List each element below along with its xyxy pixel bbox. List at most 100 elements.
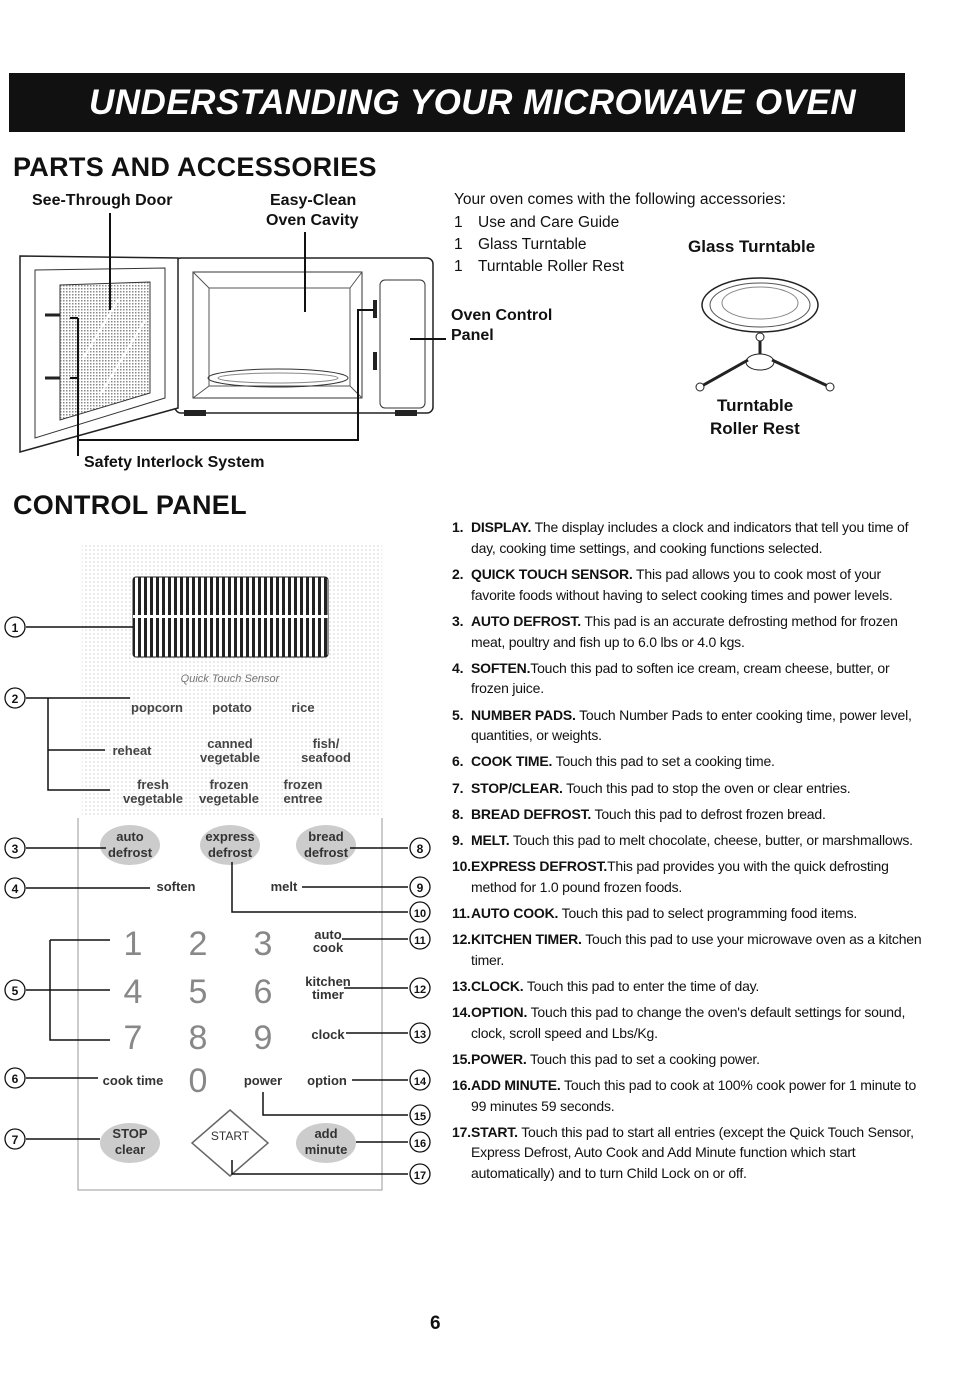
parts-heading: PARTS AND ACCESSORIES bbox=[13, 152, 377, 182]
callout-17: 17 bbox=[414, 1170, 426, 1182]
express-defrost-pad-l2: defrost bbox=[208, 845, 253, 860]
fresh-vegetable-pad-l1: fresh bbox=[137, 777, 169, 792]
description-item: 16.ADD MINUTE. Touch this pad to cook at… bbox=[452, 1076, 917, 1114]
power-pad: power bbox=[244, 1073, 282, 1088]
bread-defrost-pad-l2: defrost bbox=[304, 845, 349, 860]
callout-9: 9 bbox=[417, 881, 424, 895]
page-number: 6 bbox=[430, 1313, 441, 1334]
kitchen-timer-pad-l1: kitchen bbox=[305, 974, 351, 989]
callout-2: 2 bbox=[12, 692, 19, 706]
description-item: 8.BREAD DEFROST. Touch this pad to defro… bbox=[452, 805, 826, 822]
description-item: 17.START. Touch this pad to start all en… bbox=[452, 1123, 914, 1182]
callout-16: 16 bbox=[414, 1138, 426, 1150]
add-minute-pad-l1: add bbox=[314, 1126, 337, 1141]
description-item: 12.KITCHEN TIMER. Touch this pad to use … bbox=[452, 930, 922, 968]
description-item: 15.POWER. Touch this pad to set a cookin… bbox=[452, 1050, 760, 1067]
description-item: 11.AUTO COOK. Touch this pad to select p… bbox=[452, 904, 858, 921]
auto-cook-pad-l2: cook bbox=[313, 940, 344, 955]
number-pad-9: 9 bbox=[254, 1019, 273, 1057]
callout-11: 11 bbox=[414, 935, 426, 947]
label-safety-interlock: Safety Interlock System bbox=[84, 454, 265, 471]
callout-14: 14 bbox=[414, 1076, 427, 1088]
number-pad-1: 1 bbox=[124, 925, 143, 963]
auto-defrost-pad-l2: defrost bbox=[108, 845, 153, 860]
number-pad-2: 2 bbox=[189, 925, 208, 963]
number-pad-3: 3 bbox=[254, 925, 273, 963]
label-see-through-door: See-Through Door bbox=[32, 192, 173, 209]
number-pad-6: 6 bbox=[254, 973, 273, 1011]
callout-1: 1 bbox=[12, 621, 19, 635]
description-item: 7.STOP/CLEAR. Touch this pad to stop the… bbox=[452, 779, 851, 796]
page-banner: UNDERSTANDING YOUR MICROWAVE OVEN bbox=[9, 73, 905, 132]
bread-defrost-pad-l1: bread bbox=[308, 829, 343, 844]
popcorn-pad: popcorn bbox=[131, 700, 183, 715]
control-descriptions: 1.DISPLAY. The display includes a clock … bbox=[452, 517, 922, 1189]
description-item: 2.QUICK TOUCH SENSOR. This pad allows yo… bbox=[452, 565, 893, 603]
callout-4: 4 bbox=[12, 882, 19, 896]
express-defrost-pad-l1: express bbox=[205, 829, 254, 844]
description-item: 6.COOK TIME. Touch this pad to set a coo… bbox=[452, 753, 775, 770]
accessories-intro: Your oven comes with the following acces… bbox=[454, 191, 786, 208]
add-minute-pad-l2: minute bbox=[305, 1142, 348, 1157]
fish-seafood-pad-l2: seafood bbox=[301, 750, 351, 765]
option-pad: option bbox=[307, 1073, 347, 1088]
frozen-vegetable-pad-l1: frozen bbox=[210, 777, 249, 792]
fresh-vegetable-pad-l2: vegetable bbox=[123, 791, 183, 806]
number-pad-8: 8 bbox=[189, 1019, 208, 1057]
microwave-illustration bbox=[19, 213, 835, 456]
description-item: 4.SOFTEN.Touch this pad to soften ice cr… bbox=[452, 659, 890, 697]
control-panel-heading: CONTROL PANEL bbox=[13, 490, 247, 520]
number-pad-7: 7 bbox=[124, 1019, 143, 1057]
canned-vegetable-pad-l2: vegetable bbox=[200, 750, 260, 765]
stop-clear-pad-l2: clear bbox=[115, 1142, 145, 1157]
frozen-vegetable-pad-l2: vegetable bbox=[199, 791, 259, 806]
label-easy-clean-1: Easy-Clean bbox=[270, 192, 357, 209]
banner-title: UNDERSTANDING YOUR MICROWAVE OVEN bbox=[89, 82, 857, 122]
frozen-entree-pad-l2: entree bbox=[283, 791, 322, 806]
label-oven-control-1: Oven Control bbox=[451, 307, 553, 324]
canned-vegetable-pad-l1: canned bbox=[207, 736, 253, 751]
callout-10: 10 bbox=[414, 908, 426, 920]
reheat-pad: reheat bbox=[112, 743, 152, 758]
description-item: 3.AUTO DEFROST. This pad is an accurate … bbox=[452, 612, 898, 650]
callout-12: 12 bbox=[414, 984, 426, 996]
label-easy-clean-2: Oven Cavity bbox=[266, 212, 359, 229]
callout-13: 13 bbox=[414, 1029, 426, 1041]
callout-7: 7 bbox=[12, 1133, 19, 1147]
description-item: 10.EXPRESS DEFROST.This pad provides you… bbox=[452, 857, 889, 895]
callout-6: 6 bbox=[12, 1072, 19, 1086]
description-item: 1.DISPLAY. The display includes a clock … bbox=[452, 519, 909, 556]
potato-pad: potato bbox=[212, 700, 252, 715]
kitchen-timer-pad-l2: timer bbox=[312, 987, 344, 1002]
number-pad-0: 0 bbox=[189, 1062, 208, 1100]
clock-pad: clock bbox=[311, 1027, 345, 1042]
callout-15: 15 bbox=[414, 1111, 426, 1123]
description-item: 9.MELT. Touch this pad to melt chocolate… bbox=[452, 831, 913, 848]
callout-5: 5 bbox=[12, 984, 19, 998]
label-roller-1: Turntable bbox=[717, 396, 794, 415]
label-oven-control-2: Panel bbox=[451, 327, 494, 344]
fish-seafood-pad-l1: fish/ bbox=[313, 736, 340, 751]
auto-defrost-pad-l1: auto bbox=[116, 829, 144, 844]
quick-touch-sensor-label: Quick Touch Sensor bbox=[181, 673, 281, 685]
description-item: 5.NUMBER PADS. Touch Number Pads to ente… bbox=[452, 706, 912, 744]
soften-pad: soften bbox=[157, 879, 196, 894]
description-item: 13.CLOCK. Touch this pad to enter the ti… bbox=[452, 977, 760, 994]
start-pad: START bbox=[211, 1129, 250, 1143]
stop-clear-pad-l1: STOP bbox=[112, 1126, 147, 1141]
melt-pad: melt bbox=[271, 879, 298, 894]
rice-pad: rice bbox=[291, 700, 314, 715]
callout-8: 8 bbox=[417, 842, 424, 856]
control-panel-illustration: Quick Touch Sensor popcorn potato rice r… bbox=[4, 545, 431, 1191]
number-pad-4: 4 bbox=[124, 973, 143, 1011]
number-pad-5: 5 bbox=[189, 973, 208, 1011]
callout-3: 3 bbox=[12, 842, 19, 856]
auto-cook-pad-l1: auto bbox=[314, 927, 342, 942]
description-item: 14.OPTION. Touch this pad to change the … bbox=[452, 1003, 906, 1041]
cook-time-pad: cook time bbox=[103, 1073, 164, 1088]
label-glass-turntable: Glass Turntable bbox=[688, 237, 816, 256]
